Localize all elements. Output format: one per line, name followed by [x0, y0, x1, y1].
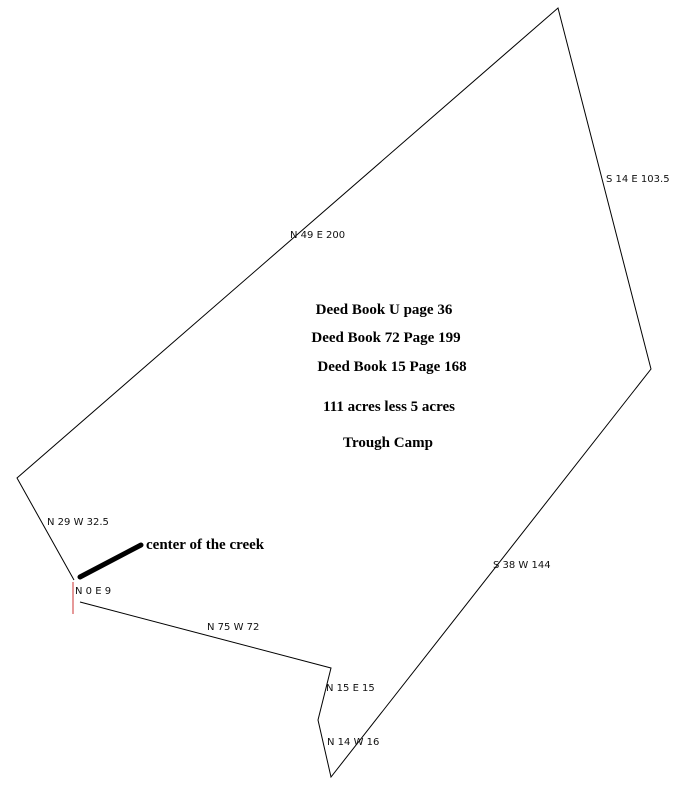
call-s38w144: S 38 W 144 [493, 560, 551, 571]
call-s14e103: S 14 E 103.5 [606, 174, 670, 185]
call-n75w72: N 75 W 72 [207, 622, 259, 633]
call-n14w16: N 14 W 16 [327, 737, 379, 748]
call-n0e9: N 0 E 9 [75, 586, 111, 597]
acreage: 111 acres less 5 acres [323, 399, 455, 415]
deed-line-2: Deed Book 72 Page 199 [311, 330, 460, 346]
tract-name: Trough Camp [343, 435, 433, 451]
creek-line [77, 542, 144, 580]
call-n29w: N 29 W 32.5 [47, 517, 109, 528]
creek-label: center of the creek [146, 537, 265, 553]
deed-line-1: Deed Book U page 36 [316, 302, 453, 318]
deed-line-3: Deed Book 15 Page 168 [317, 359, 466, 375]
call-n49e200: N 49 E 200 [290, 230, 345, 241]
boundary-line [16, 7, 652, 779]
call-n15e15: N 15 E 15 [326, 683, 375, 694]
